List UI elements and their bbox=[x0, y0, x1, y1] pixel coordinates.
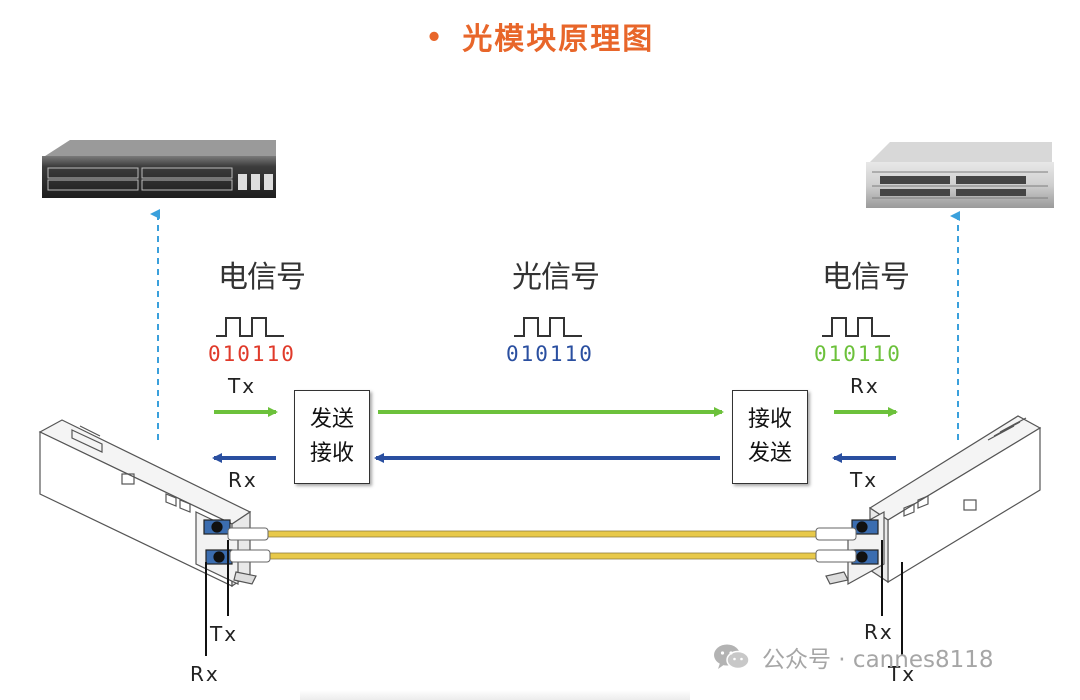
right-bit-sequence: 010110 bbox=[814, 342, 902, 366]
title-bullet: • bbox=[425, 23, 445, 53]
left-box-receive: 接收 bbox=[309, 441, 354, 466]
watermark-text: 公众号 · cannes8118 bbox=[762, 647, 994, 673]
port-leader-lines bbox=[205, 540, 903, 656]
page-title: • 光模块原理图 bbox=[0, 14, 1080, 58]
right-port-rx-label: Rx bbox=[864, 620, 894, 644]
optical-signal-label: 光信号 bbox=[512, 260, 600, 295]
center-bit-sequence: 010110 bbox=[506, 342, 594, 366]
left-port-rx-label: Rx bbox=[190, 662, 220, 686]
left-tx-label: Tx bbox=[228, 374, 257, 398]
right-electrical-signal-label: 电信号 bbox=[822, 260, 910, 295]
left-sfp-module bbox=[38, 419, 257, 588]
center-square-wave-icon bbox=[514, 317, 582, 337]
right-box-receive: 接收 bbox=[747, 407, 792, 432]
bottom-shadow bbox=[300, 690, 690, 700]
fiber-cables bbox=[227, 527, 857, 563]
right-transceiver-box: 接收 发送 bbox=[732, 390, 808, 484]
right-square-wave-icon bbox=[822, 317, 890, 337]
wechat-icon bbox=[714, 644, 750, 670]
left-switch-image bbox=[42, 140, 276, 198]
right-switch-image bbox=[866, 142, 1054, 208]
left-electrical-signal-label: 电信号 bbox=[218, 260, 306, 295]
left-square-wave-icon bbox=[216, 317, 284, 337]
watermark: 公众号 · cannes8118 bbox=[712, 640, 994, 674]
right-box-send: 发送 bbox=[747, 441, 792, 466]
right-tx-label: Tx bbox=[850, 468, 879, 492]
right-rx-label: Rx bbox=[850, 374, 880, 398]
right-sfp-module bbox=[825, 415, 1042, 586]
left-rx-label: Rx bbox=[228, 468, 258, 492]
left-transceiver-box: 发送 接收 bbox=[294, 390, 370, 484]
left-port-tx-label: Tx bbox=[210, 622, 239, 646]
left-box-send: 发送 bbox=[309, 407, 354, 432]
title-text: 光模块原理图 bbox=[462, 22, 655, 57]
right-port-tx-label: Tx bbox=[888, 662, 917, 686]
left-bit-sequence: 010110 bbox=[208, 342, 296, 366]
